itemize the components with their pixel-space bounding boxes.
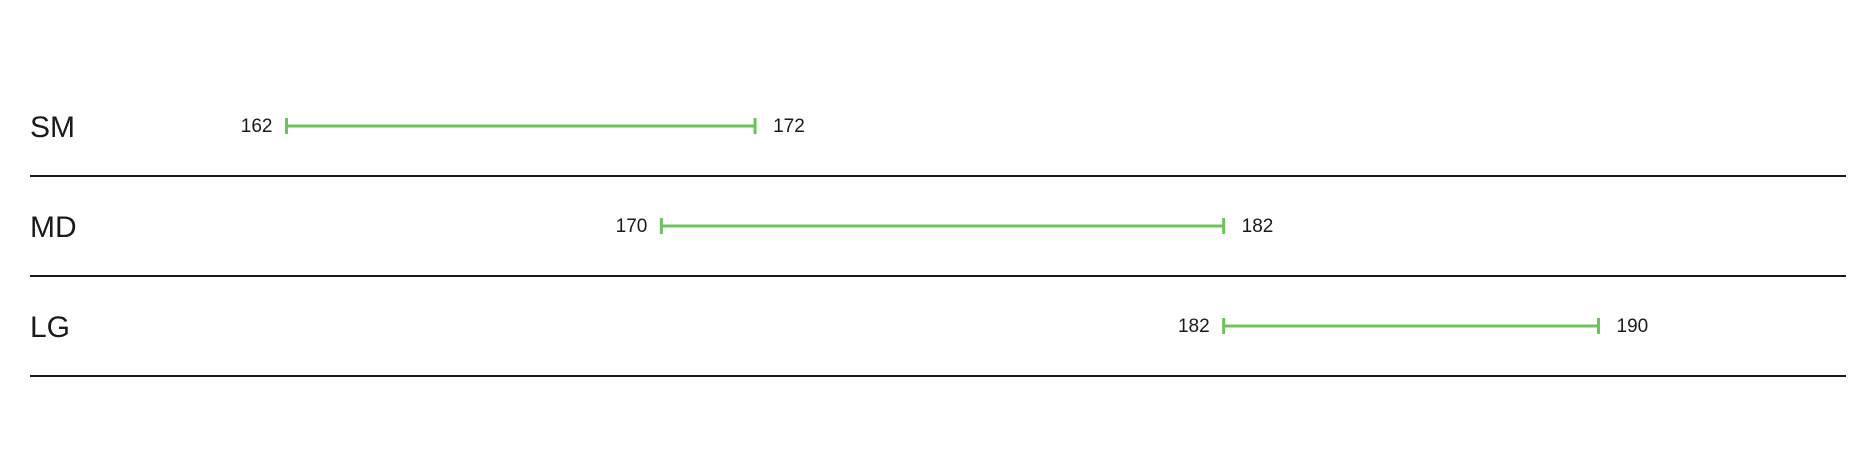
range-row-md: MD 170 182 bbox=[30, 211, 1846, 277]
range-max-label-lg: 190 bbox=[1617, 316, 1649, 337]
range-min-label-lg: 182 bbox=[1178, 316, 1210, 337]
size-label-md: MD bbox=[30, 211, 77, 244]
range-min-label-sm: 162 bbox=[241, 116, 273, 137]
range-min-label-md: 170 bbox=[616, 216, 648, 237]
range-max-label-sm: 172 bbox=[773, 116, 805, 137]
range-row-sm: SM 162 172 bbox=[30, 111, 1846, 177]
range-row-lg: LG 182 190 bbox=[30, 311, 1846, 377]
size-label-sm: SM bbox=[30, 111, 75, 144]
range-max-label-md: 182 bbox=[1242, 216, 1274, 237]
size-label-lg: LG bbox=[30, 311, 70, 344]
